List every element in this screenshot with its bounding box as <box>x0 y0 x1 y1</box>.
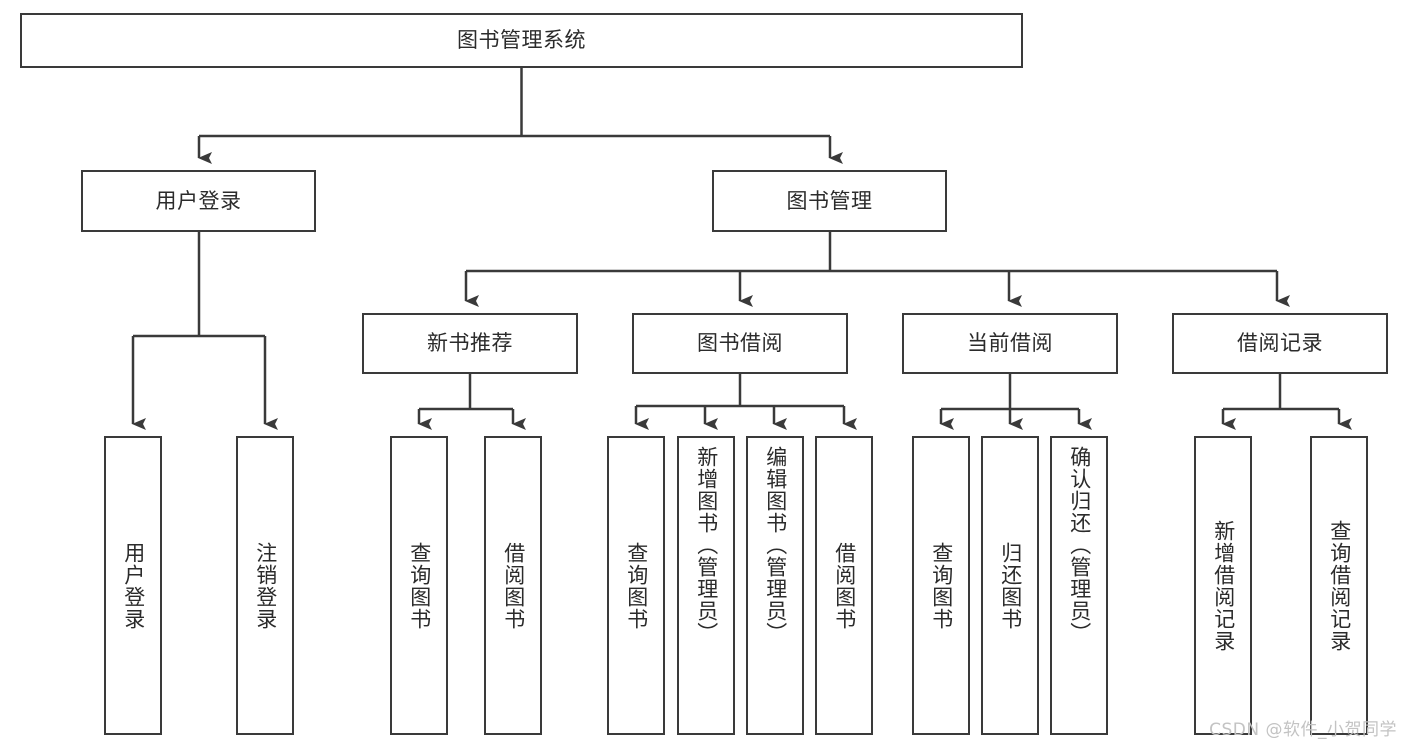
node-book-manage[interactable]: 图书管理 <box>712 170 947 232</box>
node-user-login[interactable]: 用户登录 <box>81 170 316 232</box>
leaf-edit-book-admin[interactable]: 编辑图书（管理员） <box>746 436 804 735</box>
node-current-borrow[interactable]: 当前借阅 <box>902 313 1118 374</box>
node-label: 借阅图书 <box>501 541 526 630</box>
leaf-user-login[interactable]: 用户登录 <box>104 436 162 735</box>
leaf-query-book-recommend[interactable]: 查询图书 <box>390 436 448 735</box>
leaf-confirm-return-admin[interactable]: 确认归还（管理员） <box>1050 436 1108 735</box>
node-label: 新增图书（管理员） <box>694 446 719 644</box>
node-label: 查询借阅记录 <box>1327 519 1352 652</box>
node-new-book-recommend[interactable]: 新书推荐 <box>362 313 578 374</box>
node-label: 图书管理 <box>786 188 873 213</box>
leaf-borrow-book-recommend[interactable]: 借阅图书 <box>484 436 542 735</box>
node-label: 查询图书 <box>624 541 649 630</box>
node-label: 当前借阅 <box>967 331 1053 356</box>
node-label: 借阅图书 <box>832 541 857 630</box>
node-label: 借阅记录 <box>1237 331 1323 356</box>
node-label: 用户登录 <box>155 188 242 213</box>
leaf-add-book-admin[interactable]: 新增图书（管理员） <box>677 436 735 735</box>
leaf-borrow-book[interactable]: 借阅图书 <box>815 436 873 735</box>
node-label: 用户登录 <box>121 541 146 630</box>
node-book-borrow[interactable]: 图书借阅 <box>632 313 848 374</box>
node-label: 查询图书 <box>929 541 954 630</box>
leaf-query-borrow-record[interactable]: 查询借阅记录 <box>1310 436 1368 735</box>
leaf-query-book-current[interactable]: 查询图书 <box>912 436 970 735</box>
node-label: 图书借阅 <box>697 331 783 356</box>
node-label: 归还图书 <box>998 541 1023 630</box>
node-label: 查询图书 <box>407 541 432 630</box>
leaf-user-logout[interactable]: 注销登录 <box>236 436 294 735</box>
node-root-system[interactable]: 图书管理系统 <box>20 13 1023 68</box>
node-label: 新增借阅记录 <box>1211 519 1236 652</box>
leaf-add-borrow-record[interactable]: 新增借阅记录 <box>1194 436 1252 735</box>
leaf-query-book-borrow[interactable]: 查询图书 <box>607 436 665 735</box>
node-label: 注销登录 <box>253 541 278 630</box>
node-borrow-record[interactable]: 借阅记录 <box>1172 313 1388 374</box>
csdn-watermark: CSDN @软件_小贺同学 <box>1209 720 1397 740</box>
node-label: 确认归还（管理员） <box>1067 446 1092 644</box>
leaf-return-book[interactable]: 归还图书 <box>981 436 1039 735</box>
node-label: 新书推荐 <box>427 331 513 356</box>
node-label: 图书管理系统 <box>457 28 586 53</box>
node-label: 编辑图书（管理员） <box>763 446 788 644</box>
